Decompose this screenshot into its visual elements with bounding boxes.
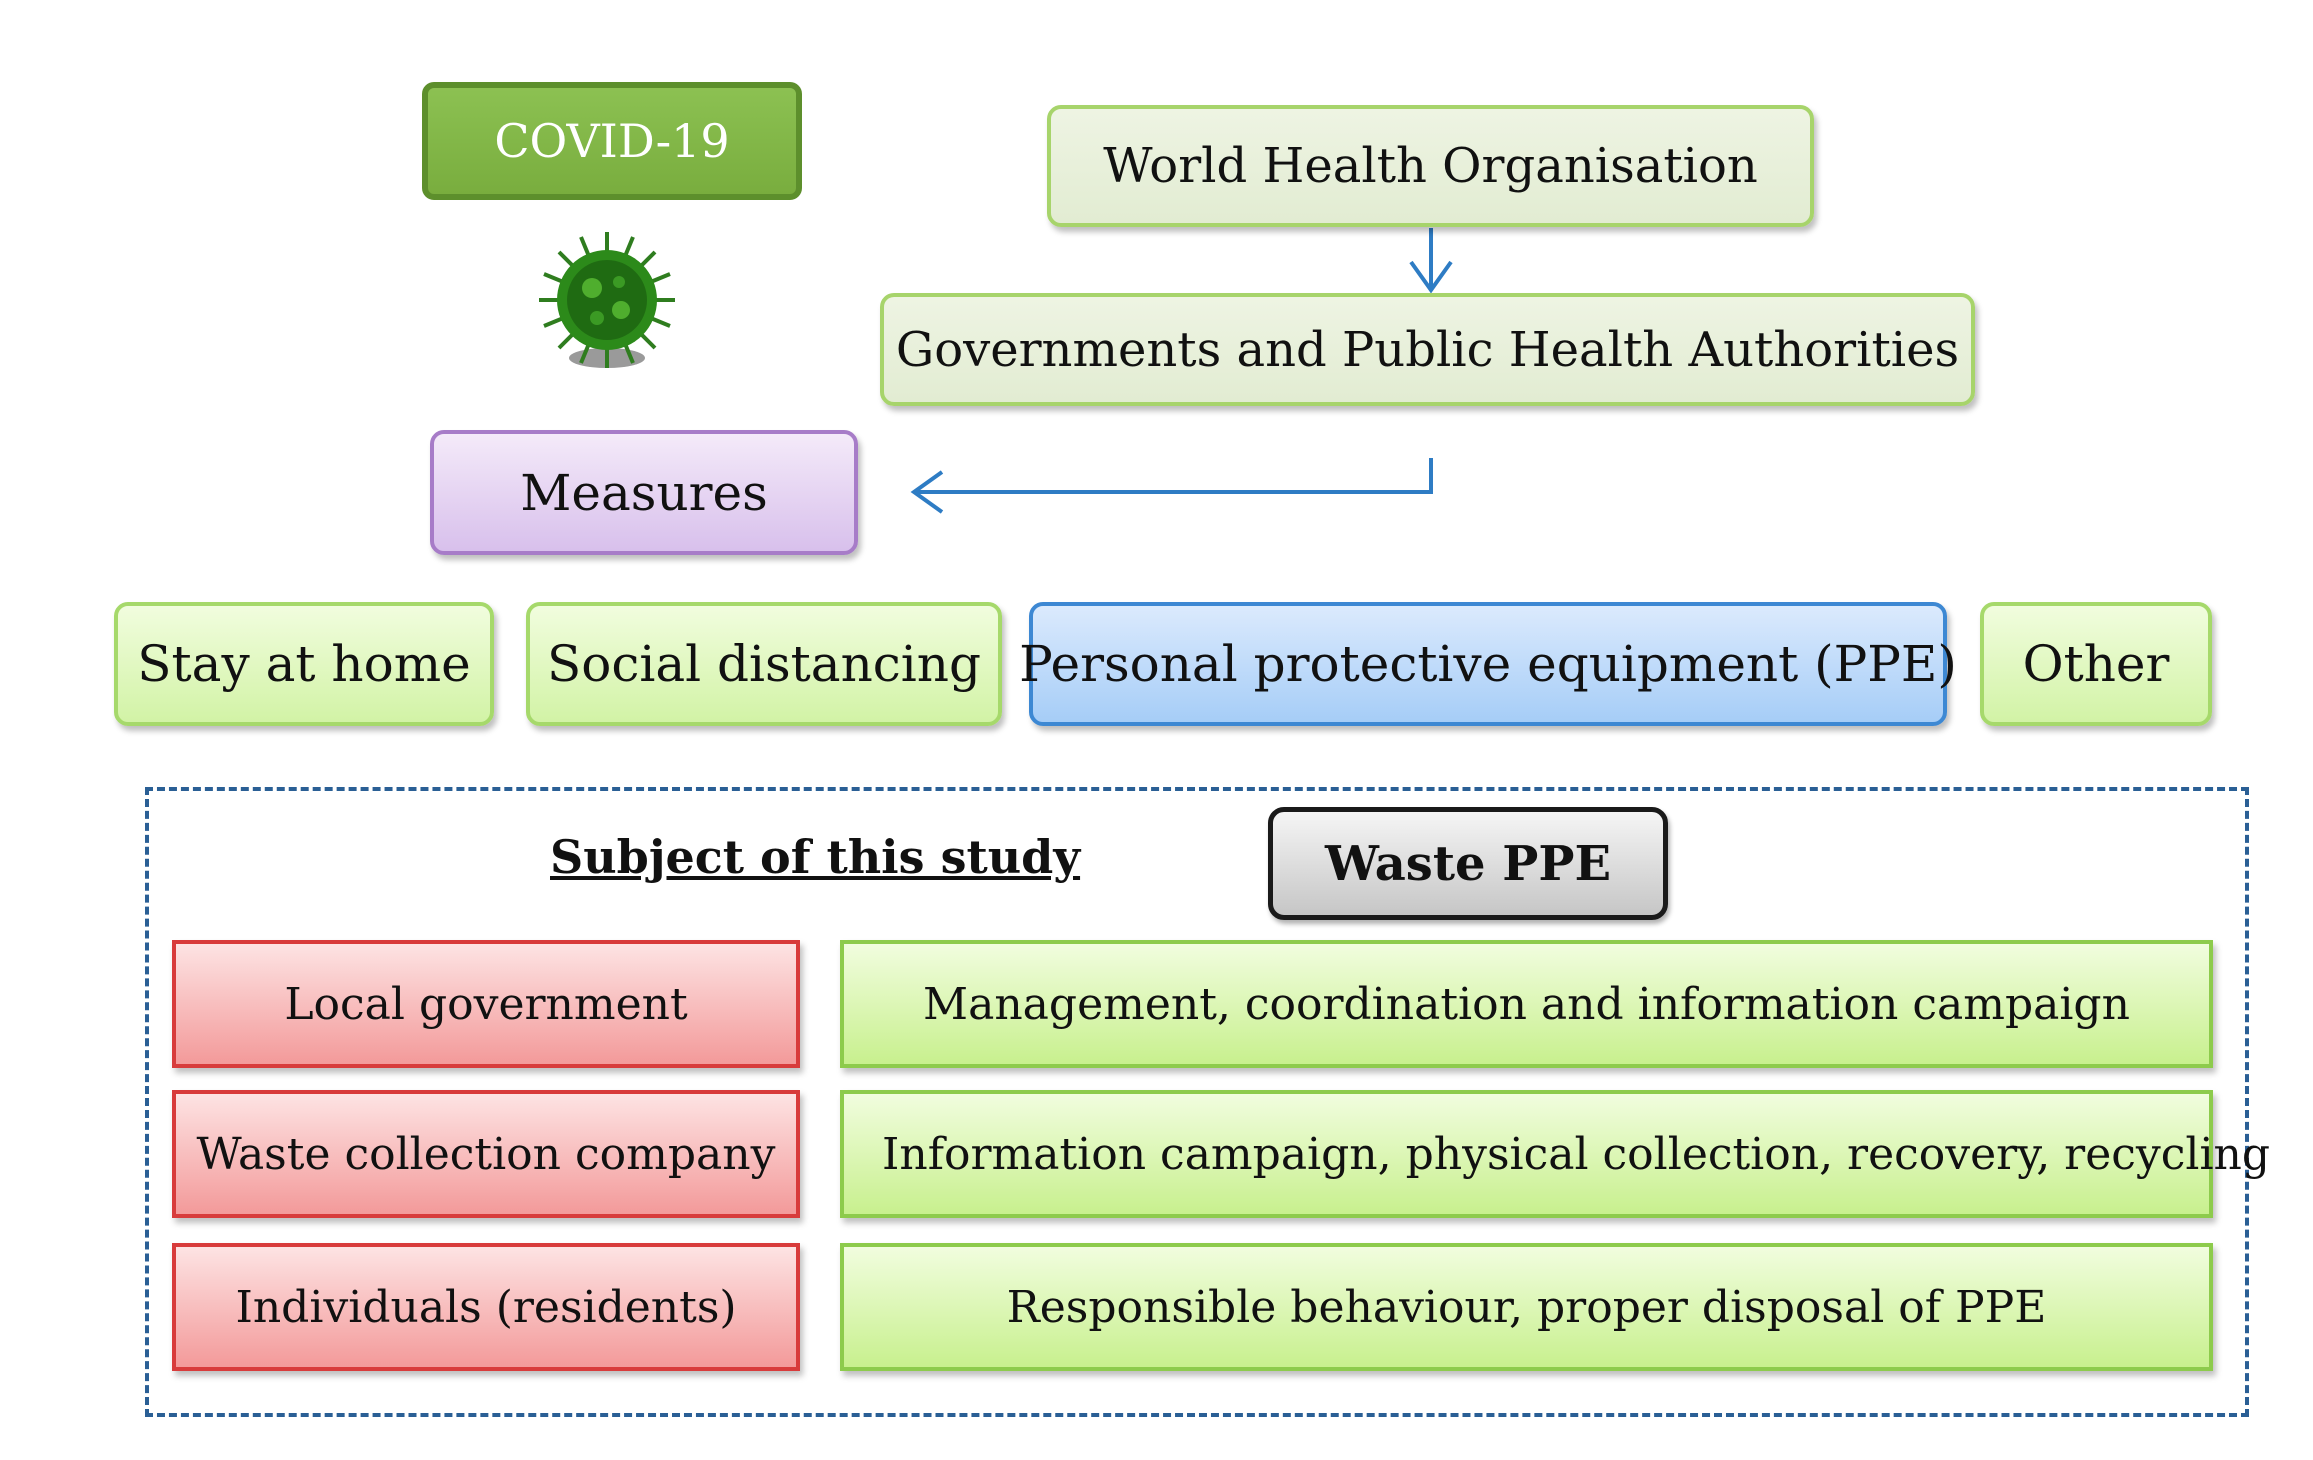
measure-ppe: Personal protective equipment (PPE): [1019, 602, 1957, 726]
waste-ppe-box: Waste PPE: [1268, 807, 1668, 920]
covid-19-label: COVID-19: [494, 114, 730, 168]
role-box: Information campaign, physical collectio…: [840, 1090, 2270, 1218]
actor-box: Waste collection company: [172, 1090, 800, 1218]
arrowhead-who-to-gov: [1409, 260, 1453, 294]
waste-ppe-label: Waste PPE: [1324, 835, 1612, 892]
covid-19-box: COVID-19: [422, 82, 802, 200]
subject-of-study-heading: Subject of this study: [550, 830, 1081, 884]
measure-stay-at-home-label: Stay at home: [137, 635, 471, 693]
measures-label: Measures: [520, 463, 768, 522]
actor-box: Local government: [172, 940, 800, 1068]
virus-icon: [539, 232, 675, 368]
who-box: World Health Organisation: [1047, 105, 1814, 227]
arrowhead-gov-to-measures: [910, 470, 944, 514]
governments-label: Governments and Public Health Authoritie…: [895, 321, 1960, 378]
measure-social-distancing: Social distancing: [526, 602, 1002, 726]
who-label: World Health Organisation: [1103, 138, 1758, 194]
measure-other: Other: [1980, 602, 2212, 726]
measure-stay-at-home: Stay at home: [114, 602, 494, 726]
measure-ppe-label: Personal protective equipment (PPE): [1019, 635, 1957, 693]
study-frame: [145, 787, 2249, 1417]
measures-box: Measures: [430, 430, 858, 555]
actor-label: Waste collection company: [196, 1128, 776, 1180]
role-label: Information campaign, physical collectio…: [882, 1128, 2271, 1180]
measure-other-label: Other: [2022, 635, 2170, 693]
role-box: Responsible behaviour, proper disposal o…: [840, 1243, 2213, 1371]
role-label: Management, coordination and information…: [923, 978, 2130, 1030]
governments-box: Governments and Public Health Authoritie…: [880, 293, 1975, 406]
arrow-gov-to-measures: [914, 458, 1433, 494]
role-label: Responsible behaviour, proper disposal o…: [1006, 1281, 2047, 1333]
role-box: Management, coordination and information…: [840, 940, 2213, 1068]
actor-label: Local government: [284, 978, 688, 1030]
measure-social-distancing-label: Social distancing: [546, 635, 981, 693]
actor-box: Individuals (residents): [172, 1243, 800, 1371]
actor-label: Individuals (residents): [235, 1281, 737, 1333]
